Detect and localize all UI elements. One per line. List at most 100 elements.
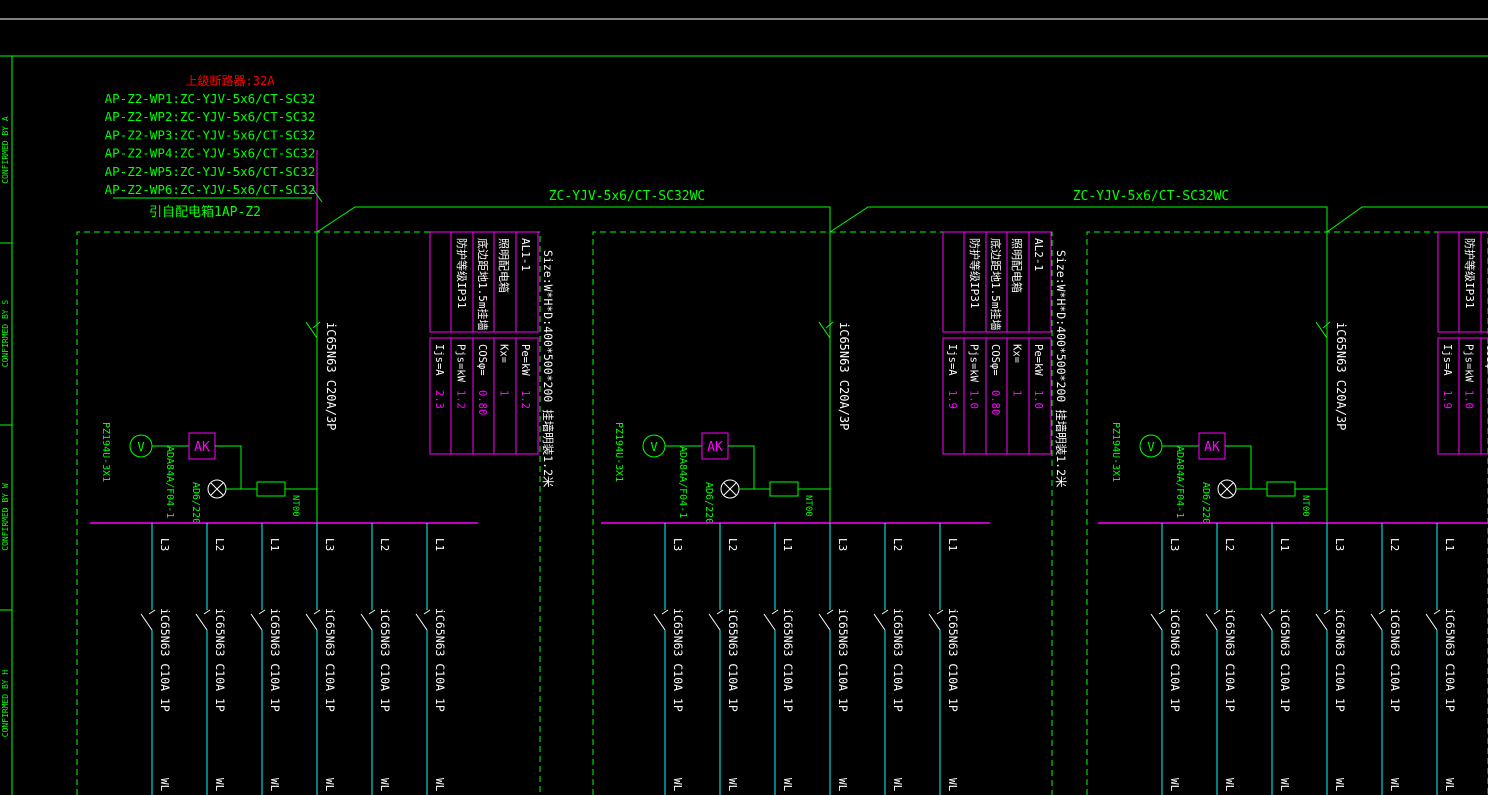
main-breaker-contact[interactable] [1315, 321, 1328, 339]
circuit-breaker-contact[interactable] [415, 613, 428, 631]
ak-model-label: ADA84A/F04-1 [164, 446, 175, 518]
load-param-label: Kx= [1011, 344, 1023, 363]
circuit-breaker-label: iC65N63 C10A 1P [671, 608, 685, 712]
panel-load-table [429, 337, 539, 455]
load-param-value: 1.9 [1441, 390, 1453, 409]
circuit-phase-label: L1 [1278, 538, 1291, 551]
circuit-phase-label: L3 [323, 538, 336, 551]
panel-1[interactable]: iC65N63 C20A/3PAL1-1照明配电箱底边距地1.5m挂墙防护等级I… [76, 231, 555, 795]
upstream-breaker-note: 上级断路器:32A [186, 73, 276, 88]
circuit-breaker-contact[interactable] [1315, 613, 1328, 631]
incoming-cable-label: AP-Z2-WP1:ZC-YJV-5x6/CT-SC32 [105, 91, 316, 106]
circuit-breaker-label: iC65N63 C10A 1P [726, 608, 740, 712]
main-breaker-contact[interactable] [305, 321, 318, 339]
link-label-1: ZC-YJV-5x6/CT-SC32WC [549, 189, 706, 204]
circuit-breaker-label: iC65N63 C10A 1P [213, 608, 227, 712]
circuit-breaker-label: iC65N63 C10A 1P [891, 608, 905, 712]
load-param-value: 1.0 [968, 390, 980, 409]
circuit-breaker-label: iC65N63 C10A 1P [1333, 608, 1347, 712]
circuit-breaker-contact[interactable] [1370, 613, 1383, 631]
load-param-value: 2.3 [433, 390, 445, 409]
load-param-label: COSφ= [476, 344, 488, 376]
circuit-phase-label: L1 [781, 538, 794, 551]
circuit-breaker-contact[interactable] [195, 613, 208, 631]
circuit-breaker-contact[interactable] [1425, 613, 1438, 631]
load-param-label: COSφ= [1484, 344, 1488, 376]
circuit-phase-label: L1 [268, 538, 281, 551]
panel-2[interactable]: iC65N63 C20A/3PAL2-1照明配电箱底边距地1.5m挂墙防护等级I… [592, 231, 1068, 795]
panel-desc-label: 底边距地1.5m挂墙 [476, 238, 490, 331]
voltmeter-model-label: PZ194U-3X1 [1110, 422, 1121, 482]
voltmeter-model-label: PZ194U-3X1 [613, 422, 624, 482]
breaker-mark [771, 609, 779, 615]
load-param-value: 1.0 [1463, 390, 1475, 409]
breaker-mark [1433, 609, 1441, 615]
main-breaker-mark [1322, 321, 1331, 329]
circuit-breaker-contact[interactable] [1150, 613, 1163, 631]
panel-3[interactable]: iC65N63 C20A/3P照明配电箱防护等级IP31Pe=kWKx=COSφ… [1086, 231, 1488, 795]
circuit-wl-label: WL [1443, 778, 1456, 792]
load-param-label: Ijs=A [1441, 344, 1453, 376]
outgoing-circuit[interactable]: L2 iC65N63 C10A 1P WL [195, 523, 227, 795]
circuit-breaker-contact[interactable] [763, 613, 776, 631]
breaker-mark [423, 609, 431, 615]
panel-desc-label: 照明配电箱 [1010, 238, 1024, 293]
circuit-breaker-contact[interactable] [873, 613, 886, 631]
main-breaker-label: iC65N63 C20A/3P [837, 322, 851, 430]
circuit-breaker-label: iC65N63 C10A 1P [433, 608, 447, 712]
circuit-phase-label: L2 [213, 538, 226, 551]
circuit-breaker-contact[interactable] [250, 613, 263, 631]
circuit-breaker-contact[interactable] [708, 613, 721, 631]
circuit-breaker-contact[interactable] [653, 613, 666, 631]
circuit-wl-label: WL [213, 778, 226, 792]
circuit-breaker-contact[interactable] [140, 613, 153, 631]
panel-desc-label: 防护等级IP31 [1463, 238, 1477, 309]
circuit-wl-label: WL [891, 778, 904, 792]
circuit-breaker-contact[interactable] [1260, 613, 1273, 631]
panel-size-label: Size:W*H*D:400*500*200 挂墙明装1.2米 [541, 250, 555, 488]
circuit-wl-label: WL [323, 778, 336, 792]
circuit-breaker-contact[interactable] [1205, 613, 1218, 631]
voltmeter-symbol: V [137, 440, 144, 454]
circuit-phase-label: L3 [671, 538, 684, 551]
panel-desc-label: 防护等级IP31 [455, 238, 469, 309]
load-param-value: 1 [1011, 390, 1023, 396]
breaker-mark [716, 609, 724, 615]
circuit-breaker-contact[interactable] [818, 613, 831, 631]
breaker-mark [1268, 609, 1276, 615]
meter-wire [728, 445, 755, 489]
circuit-breaker-label: iC65N63 C10A 1P [781, 608, 795, 712]
panel-size-label: Size:W*H*D:400*500*200 挂墙明装1.2米 [1054, 250, 1068, 488]
circuit-breaker-contact[interactable] [305, 613, 318, 631]
fuse-label: NT00 [803, 495, 813, 517]
breaker-mark [258, 609, 266, 615]
circuit-breaker-contact[interactable] [360, 613, 373, 631]
lamp-cross [210, 482, 224, 496]
circuit-breaker-label: iC65N63 C10A 1P [946, 608, 960, 712]
link-line-3 [1326, 206, 1488, 233]
main-breaker-contact[interactable] [818, 321, 831, 339]
panel-id-label: AL2-1 [1032, 238, 1045, 271]
feeder-tick [311, 187, 323, 203]
circuit-breaker-contact[interactable] [928, 613, 941, 631]
frame-side-label: CONFIRMED BY H [1, 670, 10, 738]
